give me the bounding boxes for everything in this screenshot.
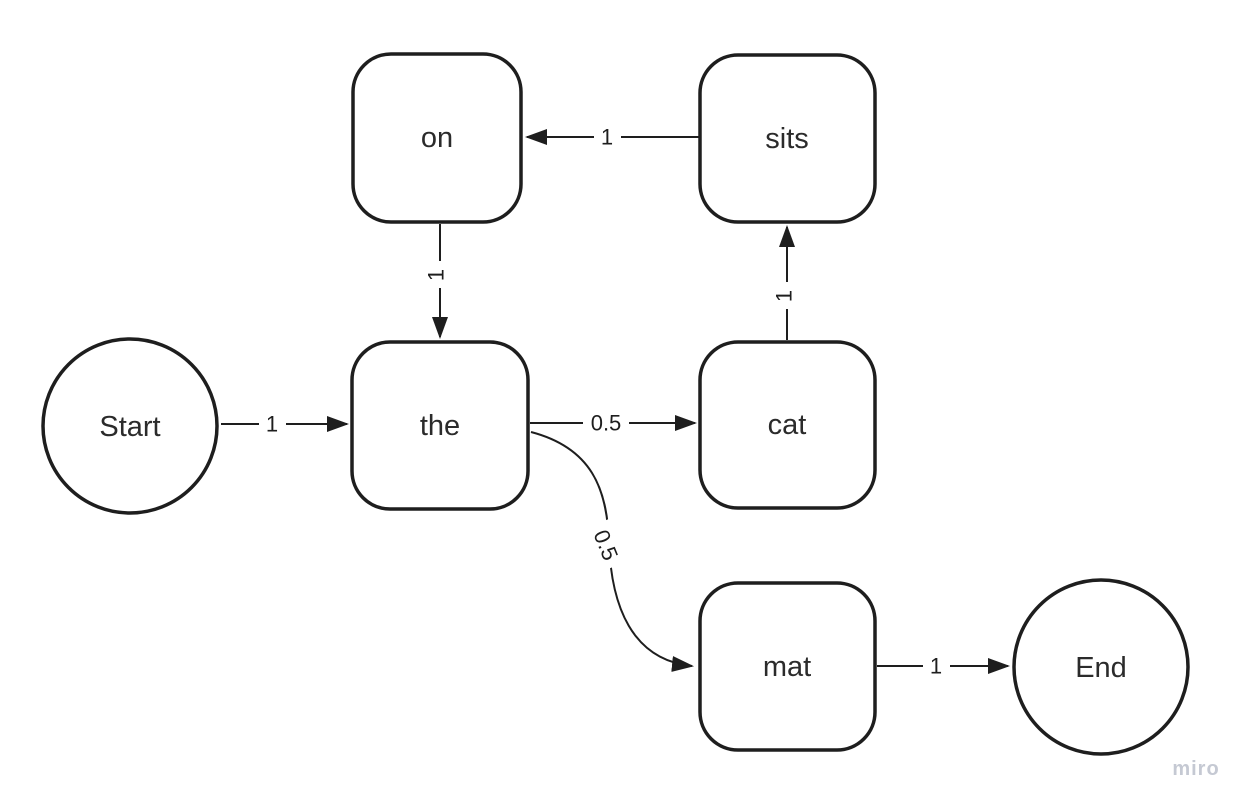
node-cat[interactable]: cat (698, 340, 877, 510)
edge-start-the-label: 1 (266, 412, 278, 437)
edge-mat-end-label-bg (923, 652, 950, 680)
edge-mat-end-label: 1 (930, 654, 942, 679)
edge-cat-sits-label-bg (770, 282, 798, 309)
edge-on-the[interactable]: 1 (420, 224, 453, 339)
edge-cat-sits[interactable]: 1 (768, 225, 801, 340)
node-on[interactable]: on (351, 52, 523, 224)
edge-sits-on[interactable]: 1 (525, 121, 700, 154)
miro-watermark: miro (1172, 758, 1219, 780)
node-start-shape[interactable] (41, 337, 219, 515)
node-mat[interactable]: mat (698, 581, 877, 752)
edge-on-the-label-group: 1 (420, 261, 453, 288)
node-end-shape[interactable] (1012, 578, 1190, 756)
node-the-shape[interactable] (350, 340, 530, 511)
node-on-shape[interactable] (351, 52, 523, 224)
node-sits-shape[interactable] (698, 53, 877, 224)
edge-the-mat-label-group: 0.5 (584, 518, 628, 572)
edge-the-mat[interactable]: 0.5 (530, 431, 694, 672)
node-end[interactable]: End (1012, 578, 1190, 756)
edge-cat-sits-label-group: 1 (768, 282, 801, 309)
node-start-label: Start (99, 411, 160, 443)
edge-the-cat[interactable]: 0.5 (530, 407, 697, 440)
node-the-label: the (420, 410, 460, 442)
node-end-label: End (1075, 652, 1127, 684)
edge-on-the-label-bg (422, 261, 450, 288)
node-the[interactable]: the (350, 340, 530, 511)
node-cat-label: cat (768, 409, 807, 441)
edge-start-the[interactable]: 1 (221, 408, 349, 441)
node-cat-shape[interactable] (698, 340, 877, 510)
node-start[interactable]: Start (41, 337, 219, 515)
edge-sits-on-label-bg (594, 123, 621, 151)
edge-the-mat-label-bg (584, 518, 628, 572)
node-sits-label: sits (765, 123, 809, 155)
node-sits[interactable]: sits (698, 53, 877, 224)
node-mat-shape[interactable] (698, 581, 877, 752)
edge-the-cat-label-bg (583, 409, 629, 437)
edge-sits-on-label: 1 (601, 125, 613, 150)
edge-start-the-label-bg (259, 410, 286, 438)
edge-mat-end[interactable]: 1 (877, 650, 1010, 683)
edge-the-cat-label: 0.5 (591, 411, 622, 436)
edge-cat-sits-label: 1 (772, 290, 797, 302)
edge-on-the-label: 1 (424, 269, 449, 281)
node-on-label: on (421, 122, 453, 154)
node-mat-label: mat (763, 651, 811, 683)
